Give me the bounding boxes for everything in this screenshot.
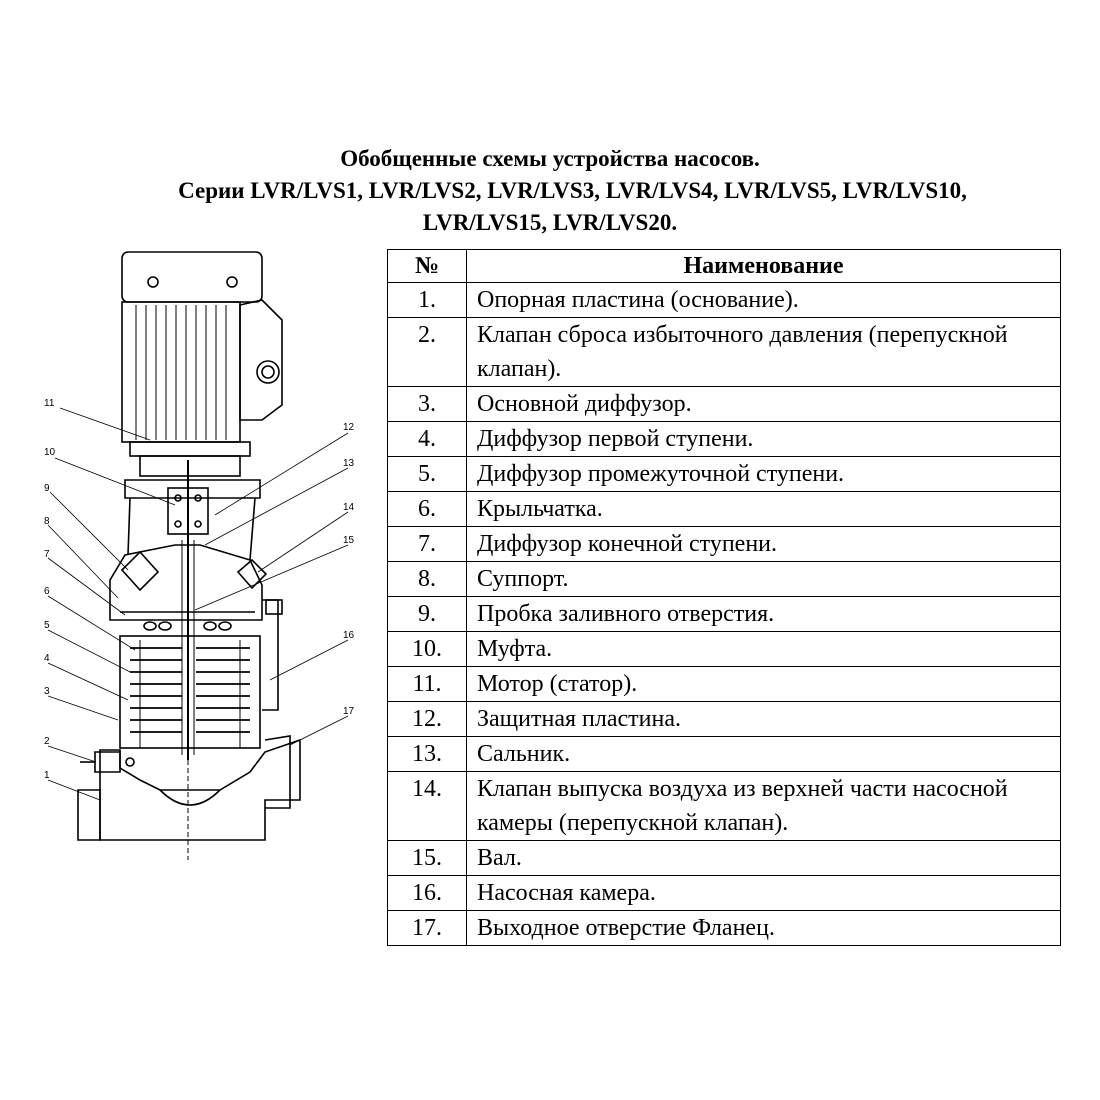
callout-label: 5 <box>44 620 50 631</box>
priming-plug <box>120 550 160 592</box>
part-number: 10. <box>387 631 467 667</box>
table-row: 12.Защитная пластина. <box>387 701 1061 737</box>
callout-label: 12 <box>343 422 355 433</box>
title-line-3: LVR/LVS15, LVR/LVS20. <box>422 210 678 235</box>
table-row: 5.Диффузор промежуточной ступени. <box>387 456 1061 492</box>
callout-label: 2 <box>44 736 50 747</box>
part-name: Крыльчатка. <box>466 491 1061 527</box>
callout-label: 3 <box>44 686 50 697</box>
part-name: Выходное отверстие Фланец. <box>466 910 1061 946</box>
callout-label: 8 <box>44 516 50 527</box>
callout-label: 10 <box>44 447 56 458</box>
part-number: 6. <box>387 491 467 527</box>
part-number: 3. <box>387 386 467 422</box>
callout-label: 15 <box>343 535 355 546</box>
part-name: Сальник. <box>466 736 1061 772</box>
title-line-1: Обобщенные схемы устройства насосов. <box>340 146 760 171</box>
part-name: Защитная пластина. <box>466 701 1061 737</box>
pump-cross-section-diagram: 11 10 9 8 7 6 5 4 3 2 1 12 13 14 15 16 1… <box>44 251 355 860</box>
table-row: 3.Основной диффузор. <box>387 386 1061 422</box>
part-name: Диффузор конечной ступени. <box>466 526 1061 562</box>
part-name: Клапан сброса избыточного давления (пере… <box>466 317 1061 387</box>
part-name: Суппорт. <box>466 561 1061 597</box>
bolt-icon <box>147 276 159 288</box>
part-number: 14. <box>387 771 467 841</box>
relief-valve <box>94 751 121 773</box>
header-num: № <box>387 249 467 283</box>
table-row: 2.Клапан сброса избыточного давления (пе… <box>387 317 1061 387</box>
part-name: Диффузор первой ступени. <box>466 421 1061 457</box>
part-number: 17. <box>387 910 467 946</box>
part-name: Клапан выпуска воздуха из верхней части … <box>466 771 1061 841</box>
part-number: 12. <box>387 701 467 737</box>
table-row: 15.Вал. <box>387 840 1061 876</box>
air-release-valve <box>236 558 268 590</box>
part-name: Пробка заливного отверстия. <box>466 596 1061 632</box>
part-name: Основной диффузор. <box>466 386 1061 422</box>
diagram-title: Обобщенные схемы устройства насосов. Сер… <box>0 143 1100 239</box>
part-name: Насосная камера. <box>466 875 1061 911</box>
callout-label: 1 <box>44 770 50 781</box>
table-row: 17.Выходное отверстие Фланец. <box>387 910 1061 946</box>
callout-label: 6 <box>44 586 50 597</box>
table-row: 7.Диффузор конечной ступени. <box>387 526 1061 562</box>
title-line-2: Серии LVR/LVS1, LVR/LVS2, LVR/LVS3, LVR/… <box>178 178 967 203</box>
callout-label: 17 <box>343 706 355 717</box>
terminal-box <box>239 299 283 421</box>
callout-label: 9 <box>44 483 50 494</box>
bolt-icon <box>226 276 238 288</box>
part-number: 8. <box>387 561 467 597</box>
part-name: Вал. <box>466 840 1061 876</box>
part-number: 4. <box>387 421 467 457</box>
callout-label: 11 <box>44 398 55 409</box>
callout-label: 14 <box>343 502 355 513</box>
table-row: 11.Мотор (статор). <box>387 666 1061 702</box>
part-number: 5. <box>387 456 467 492</box>
callout-label: 13 <box>343 458 355 469</box>
pump-chamber <box>119 635 261 749</box>
motor-top-cap <box>121 251 263 303</box>
part-number: 13. <box>387 736 467 772</box>
part-number: 2. <box>387 317 467 387</box>
callout-label: 7 <box>44 549 50 560</box>
part-name: Муфта. <box>466 631 1061 667</box>
part-number: 11. <box>387 666 467 702</box>
table-row: 6.Крыльчатка. <box>387 491 1061 527</box>
parts-table-body: 1.Опорная пластина (основание).2.Клапан … <box>387 282 1061 946</box>
part-name: Опорная пластина (основание). <box>466 282 1061 318</box>
table-row: 14.Клапан выпуска воздуха из верхней час… <box>387 771 1061 841</box>
part-number: 16. <box>387 875 467 911</box>
part-name: Мотор (статор). <box>466 666 1061 702</box>
parts-table: № Наименование 1.Опорная пластина (основ… <box>387 249 1061 946</box>
part-number: 9. <box>387 596 467 632</box>
part-number: 15. <box>387 840 467 876</box>
pump-base <box>99 738 301 841</box>
part-number: 7. <box>387 526 467 562</box>
table-row: 10.Муфта. <box>387 631 1061 667</box>
table-row: 13.Сальник. <box>387 736 1061 772</box>
part-name: Диффузор промежуточной ступени. <box>466 456 1061 492</box>
table-row: 1.Опорная пластина (основание). <box>387 282 1061 318</box>
table-row: 16.Насосная камера. <box>387 875 1061 911</box>
callout-label: 16 <box>343 630 355 641</box>
motor-body <box>121 301 241 443</box>
table-row: 4.Диффузор первой ступени. <box>387 421 1061 457</box>
callout-label: 4 <box>44 653 50 664</box>
table-row: 8.Суппорт. <box>387 561 1061 597</box>
part-number: 1. <box>387 282 467 318</box>
support <box>109 544 263 621</box>
table-row: 9.Пробка заливного отверстия. <box>387 596 1061 632</box>
header-name: Наименование <box>466 249 1061 283</box>
table-header-row: № Наименование <box>387 249 1061 283</box>
